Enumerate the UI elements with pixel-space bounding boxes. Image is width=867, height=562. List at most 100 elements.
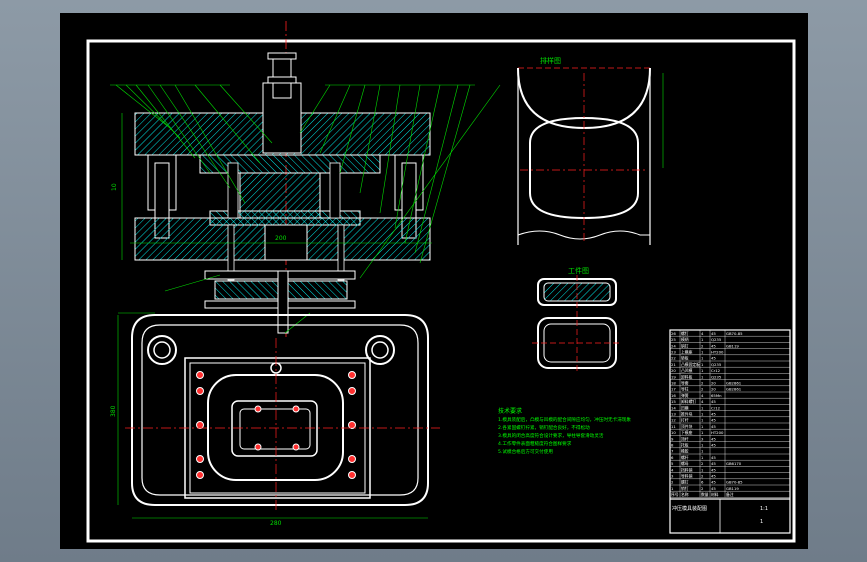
bom-cell-std: GB119	[726, 486, 739, 491]
bom-cell-qty: 1	[701, 443, 704, 448]
bom-cell-mat: 45	[711, 418, 716, 423]
bom-cell-no: 26	[671, 331, 676, 336]
strip-layout-label: 排样图	[540, 56, 561, 65]
title-block-scale: 1:1	[760, 506, 768, 512]
assembly-section-view[interactable]: 10 200	[110, 21, 501, 338]
bom-cell-no: 8	[671, 443, 674, 448]
bom-cell-std: GB6170	[726, 461, 742, 466]
assembly-height-dim: 10	[111, 183, 118, 191]
bom-cell-no: 21	[671, 362, 676, 367]
bom-cell-mat: 20	[711, 381, 716, 386]
bom-cell-name: 上模座	[681, 350, 693, 355]
notes-line-1: 1.模具装配后，凸模与凹模的配合间隙应均匀，冲压时无卡滞现象	[498, 416, 631, 423]
title-block-sheet: 1	[760, 519, 763, 525]
die-cavity-inner	[231, 400, 318, 457]
screw-rod	[277, 270, 289, 334]
bom-cell-no: 22	[671, 356, 676, 361]
bom-cell-qty: 4	[701, 393, 704, 398]
bom-cell-no: 4	[671, 467, 674, 472]
bom-cell-name: 名称	[681, 492, 689, 497]
workpiece-side-inner	[543, 282, 611, 302]
bom-cell-mat: 45	[711, 399, 716, 404]
bom-cell-qty: 1	[701, 356, 704, 361]
bom-cell-mat: 45	[711, 331, 716, 336]
bom-cell-qty: 2	[701, 461, 704, 466]
title-block-name: 冲压模具装配图	[672, 505, 707, 512]
bom-cell-no: 12	[671, 418, 676, 423]
notes-line-2: 2.各紧固螺钉拧紧，销钉配合良好，不得松动	[498, 424, 590, 431]
cad-drawing-canvas[interactable]: 10 200 280	[60, 13, 808, 549]
bom-cell-name: 推件块	[681, 412, 693, 417]
notes-line-4: 4.工作零件表面粗糙度符合图样要求	[498, 440, 572, 447]
bom-cell-no: 13	[671, 412, 676, 417]
bom-cell-name: 销钉	[681, 486, 689, 491]
bom-cell-mat: 45	[711, 461, 716, 466]
bom-cell-mat: 45	[711, 467, 716, 472]
bom-cell-no: 25	[671, 337, 676, 342]
bom-cell-name: 凸凹模	[681, 368, 693, 373]
workpiece-view[interactable]: 工件图	[532, 266, 622, 373]
strip-bottom-wave	[517, 230, 650, 240]
bom-cell-name: 螺母	[681, 461, 689, 466]
bom-cell-qty: 2	[701, 486, 704, 491]
bom-cell-mat: 45	[711, 474, 716, 479]
bom-cell-no: 14	[671, 405, 676, 410]
bom-cell-qty: 6	[701, 480, 704, 485]
bom-cell-mat: Q235	[711, 374, 722, 379]
bom-cell-mat: 45	[711, 343, 716, 348]
assembly-width-dim: 200	[275, 235, 287, 242]
drawing-frame	[86, 39, 796, 543]
bom-cell-mat: Q235	[711, 337, 722, 342]
shank-nut-2	[267, 76, 297, 84]
bom-cell-mat: 材料	[711, 492, 719, 497]
bom-cell-name: 螺钉	[681, 480, 689, 485]
bom-cell-mat: 45	[711, 356, 716, 361]
punch-retainer-plate	[199, 154, 381, 174]
cad-drawing-sheet: 10 200 280	[86, 21, 796, 543]
bom-cell-name: 托板	[681, 443, 689, 448]
bom-cell-name: 顶杆	[681, 436, 689, 441]
bom-cell-name: 弹簧	[681, 393, 689, 398]
part-leader-lines	[110, 84, 501, 334]
bom-grid	[670, 330, 790, 498]
bom-cell-qty: 1	[701, 424, 704, 429]
bom-cell-no: 6	[671, 455, 674, 460]
bom-cell-no: 10	[671, 430, 676, 435]
plan-height-dim: 380	[110, 405, 117, 417]
guide-hole-right-inner	[371, 341, 389, 359]
bom-cell-no: 9	[671, 436, 674, 441]
ejector-pin-left	[227, 224, 235, 281]
die-opening	[264, 224, 308, 261]
bom-cell-qty: 1	[701, 449, 704, 454]
bom-cell-qty: 1	[701, 405, 704, 410]
bom-cell-no: 23	[671, 350, 676, 355]
workpiece-label: 工件图	[568, 266, 589, 275]
bom-cell-name: 卸料螺钉	[681, 399, 696, 404]
bom-cell-no: 18	[671, 381, 676, 386]
punch-insert	[239, 408, 311, 450]
ejector-pin-right	[337, 224, 345, 281]
spring-right	[329, 162, 341, 219]
bom-cell-mat: HT200	[711, 430, 724, 435]
bom-cell-qty: 2	[701, 474, 704, 479]
bom-cell-name: 螺杆	[681, 455, 689, 460]
bom-cell-name: 导柱	[681, 387, 689, 392]
plan-dimensions	[117, 312, 428, 519]
lower-die-plan-view[interactable]: 280 380	[110, 312, 440, 527]
assembly-dimensions	[121, 113, 432, 260]
bom-cell-name: 凸模固定板	[681, 362, 700, 367]
strip-layout-view[interactable]: 排样图	[517, 56, 664, 245]
